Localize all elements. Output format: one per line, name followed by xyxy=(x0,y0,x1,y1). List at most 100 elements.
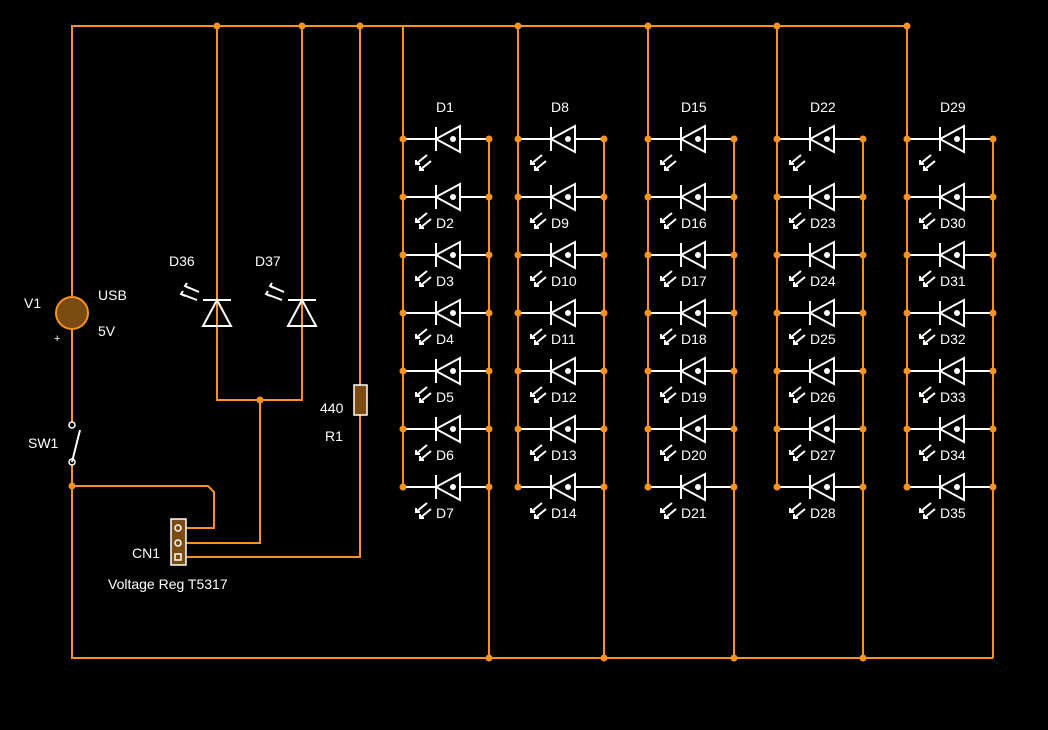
switch-sw1[interactable]: SW1 xyxy=(28,421,81,466)
junction-dot xyxy=(600,135,608,143)
light-emission-icon xyxy=(660,502,677,519)
diode-symbol-icon xyxy=(201,297,233,327)
led-ref-label: D29 xyxy=(940,99,966,115)
led-d13: D13 xyxy=(518,414,604,463)
light-emission-icon xyxy=(530,270,547,287)
led-dot xyxy=(450,368,456,374)
light-emission-icon xyxy=(179,282,200,301)
led-d28: D28 xyxy=(777,472,863,521)
led-symbol-icon xyxy=(433,356,461,386)
led-dot xyxy=(824,484,830,490)
junction-dot xyxy=(903,193,911,201)
light-emission-icon xyxy=(660,386,677,403)
led-d33: D33 xyxy=(907,356,993,405)
junction-dot xyxy=(773,483,781,491)
junction-dot xyxy=(859,425,867,433)
led-array: D1D2D3D4D5D6D7D8D9D10D11D12D13D14D15D16D… xyxy=(403,99,993,521)
led-ref-label: D28 xyxy=(810,505,836,521)
led-ref-label: D27 xyxy=(810,447,836,463)
junction-dot xyxy=(773,425,781,433)
led-dot xyxy=(565,310,571,316)
junction-dot xyxy=(903,483,911,491)
led-symbol-icon xyxy=(678,124,706,154)
indicator-led-d37: D37 xyxy=(255,253,318,327)
light-emission-icon xyxy=(415,212,432,229)
led-symbol-icon xyxy=(937,414,965,444)
led-dot xyxy=(824,426,830,432)
junction-dot xyxy=(903,251,911,259)
led-symbol-icon xyxy=(678,356,706,386)
junction-dot xyxy=(730,251,738,259)
led-ref-label: D19 xyxy=(681,389,707,405)
junction-dot xyxy=(773,193,781,201)
light-emission-icon xyxy=(789,444,806,461)
led-symbol-icon xyxy=(548,472,576,502)
connector-ref-label: CN1 xyxy=(132,545,160,561)
led-symbol-icon xyxy=(807,124,835,154)
led-d2: D2 xyxy=(403,182,489,231)
junction-dot xyxy=(356,22,364,30)
junction-dot xyxy=(68,482,76,490)
led-d19: D19 xyxy=(648,356,734,405)
led-dot xyxy=(695,136,701,142)
components: V1 USB 5V + SW1 D36 D37 xyxy=(24,99,993,592)
led-d32: D32 xyxy=(907,298,993,347)
junction-dot xyxy=(514,309,522,317)
light-emission-icon xyxy=(415,270,432,287)
led-d35: D35 xyxy=(907,472,993,521)
led-symbol-icon xyxy=(548,298,576,328)
junction-dot xyxy=(485,367,493,375)
light-emission-icon xyxy=(530,444,547,461)
junction-dot xyxy=(399,483,407,491)
led-symbol-icon xyxy=(678,240,706,270)
light-emission-icon xyxy=(660,270,677,287)
light-emission-icon xyxy=(919,270,936,287)
light-emission-icon xyxy=(415,502,432,519)
junction-dot xyxy=(213,22,221,30)
junction-dot xyxy=(514,251,522,259)
light-emission-icon xyxy=(660,212,677,229)
light-emission-icon xyxy=(789,502,806,519)
junction-dot xyxy=(514,135,522,143)
junction-dot xyxy=(399,251,407,259)
led-d12: D12 xyxy=(518,356,604,405)
led-dot xyxy=(954,194,960,200)
led-ref-label: D34 xyxy=(940,447,966,463)
light-emission-icon xyxy=(919,444,936,461)
led-ref-label: D9 xyxy=(551,215,569,231)
led-dot xyxy=(695,368,701,374)
led-dot xyxy=(824,368,830,374)
junction-dot xyxy=(989,309,997,317)
junction-dot xyxy=(730,135,738,143)
switch-contact-top xyxy=(68,421,76,429)
junction-dot xyxy=(600,425,608,433)
junction-dot xyxy=(773,251,781,259)
led-d20: D20 xyxy=(648,414,734,463)
led-d4: D4 xyxy=(403,298,489,347)
led-ref-label: D26 xyxy=(810,389,836,405)
led-d7: D7 xyxy=(403,472,489,521)
connector-pin-1 xyxy=(174,524,182,532)
indicator-d37-label: D37 xyxy=(255,253,281,269)
led-dot xyxy=(565,252,571,258)
led-ref-label: D31 xyxy=(940,273,966,289)
led-ref-label: D8 xyxy=(551,99,569,115)
light-emission-icon xyxy=(530,212,547,229)
junction-dot xyxy=(859,135,867,143)
light-emission-icon xyxy=(919,154,936,171)
light-emission-icon xyxy=(919,386,936,403)
led-d18: D18 xyxy=(648,298,734,347)
junction-dot xyxy=(485,483,493,491)
led-ref-label: D21 xyxy=(681,505,707,521)
led-symbol-icon xyxy=(548,240,576,270)
led-symbol-icon xyxy=(807,414,835,444)
led-d16: D16 xyxy=(648,182,734,231)
junction-dot xyxy=(989,367,997,375)
led-dot xyxy=(954,252,960,258)
led-symbol-icon xyxy=(937,298,965,328)
junction-dot xyxy=(730,654,738,662)
led-dot xyxy=(695,426,701,432)
junction-dot xyxy=(730,483,738,491)
resistor-r1: 440 R1 xyxy=(320,384,368,444)
led-d25: D25 xyxy=(777,298,863,347)
